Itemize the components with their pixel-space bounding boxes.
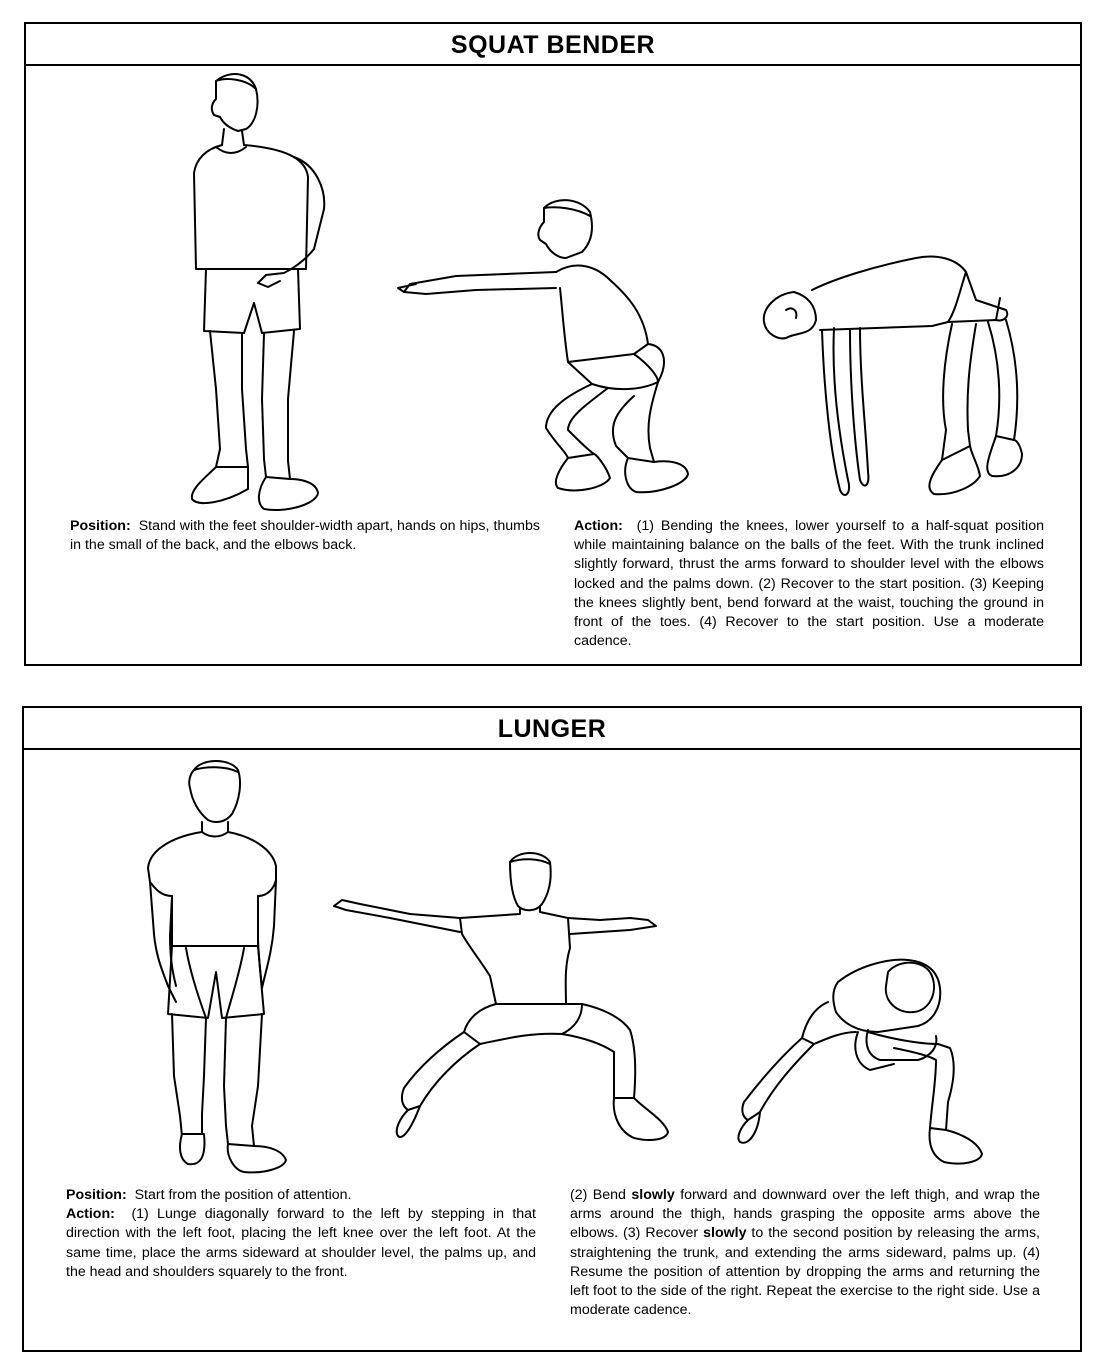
- lunger-figure-attention: [147, 760, 287, 1174]
- position-description: Start from the position of attention.: [134, 1187, 352, 1203]
- squat-bender-figure-bend: [762, 255, 1023, 496]
- lunger-right-text: (2) Bend slowly forward and downward ove…: [570, 1186, 1040, 1320]
- lunger-left-text: Position: Start from the position of att…: [66, 1186, 536, 1282]
- lunger-position-line: Position: Start from the position of att…: [66, 1186, 536, 1205]
- action-label: Action:: [66, 1206, 115, 1223]
- lunger-figure-lunge: [333, 852, 669, 1141]
- position-label: Position:: [66, 1187, 127, 1203]
- action-continued-2: forward and downward over the left thigh…: [570, 1187, 1040, 1242]
- position-label: Position:: [70, 518, 131, 534]
- action-description: (1) Lunge diagonally forward to the left…: [66, 1206, 536, 1280]
- lunger-figure-wrap: [737, 958, 983, 1165]
- position-description: Stand with the feet shoulder-width apart…: [70, 518, 540, 554]
- action-continued-3: to the second position by releasing the …: [570, 1225, 1040, 1319]
- action-continued-1: (2) Bend: [570, 1187, 632, 1203]
- squat-bender-figure-squat: [397, 199, 689, 494]
- action-description: (1) Bending the knees, lower yourself to…: [574, 518, 1044, 650]
- squat-bender-panel: SQUAT BENDER: [24, 22, 1082, 666]
- squat-bender-title: SQUAT BENDER: [26, 24, 1080, 66]
- slowly-emphasis-1: slowly: [631, 1187, 675, 1203]
- lunger-panel: LUNGER: [22, 706, 1082, 1352]
- squat-bender-action-text: Action: (1) Bending the knees, lower you…: [574, 517, 1044, 651]
- action-label: Action:: [574, 518, 623, 534]
- squat-bender-position-text: Position: Stand with the feet shoulder-w…: [70, 517, 540, 555]
- lunger-action-line: Action: (1) Lunge diagonally forward to …: [66, 1205, 536, 1282]
- squat-bender-figure-start: [190, 73, 326, 511]
- slowly-emphasis-2: slowly: [703, 1225, 747, 1242]
- lunger-title: LUNGER: [24, 708, 1080, 750]
